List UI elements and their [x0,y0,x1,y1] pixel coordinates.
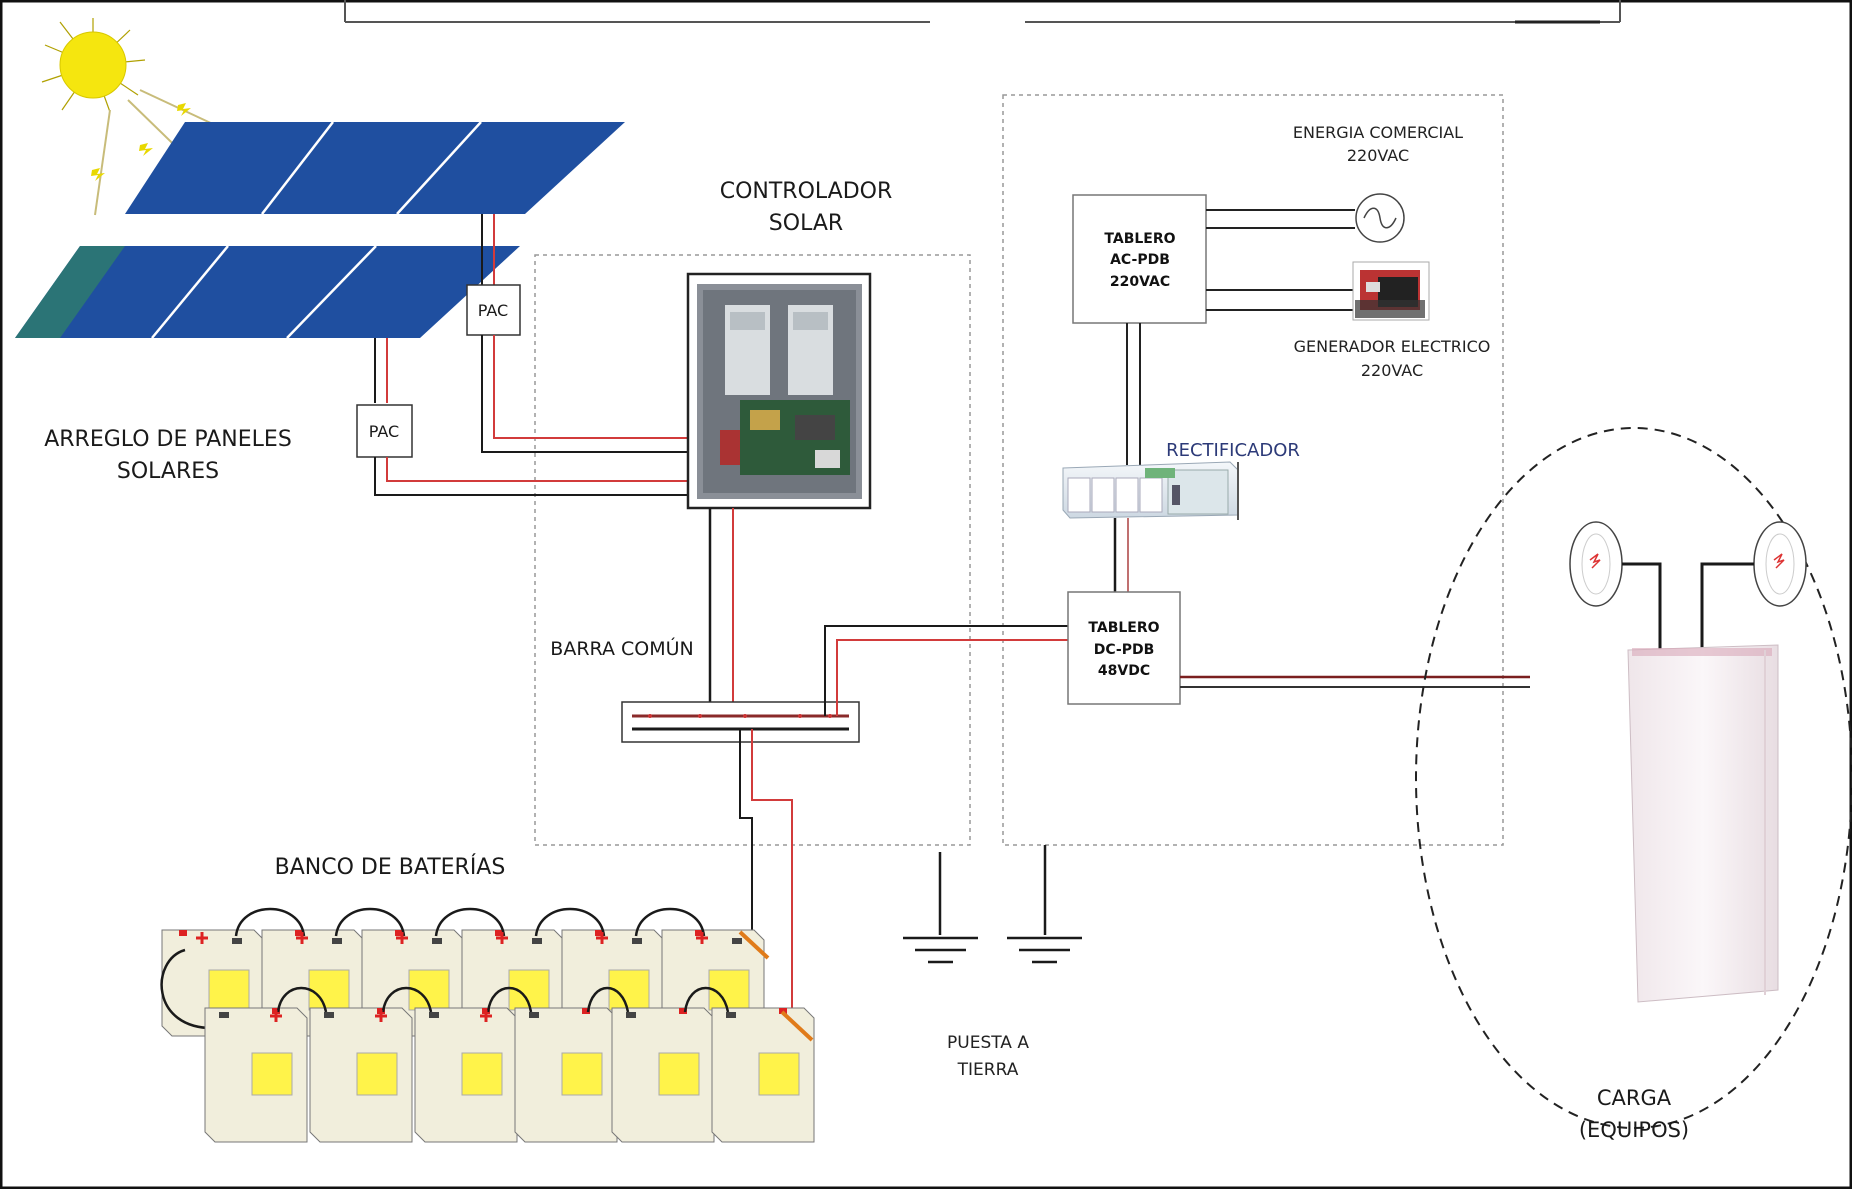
antenna-left-icon [1569,521,1623,607]
battery-plus-marks [196,932,708,1022]
sun-icon [41,18,216,216]
rectifier-unit [1062,461,1239,520]
dc-pdb-label-line2: DC-PDB [1094,642,1155,658]
panel-array-label-line1: ARREGLO DE PANELES [44,427,292,452]
ac-pdb-label-line2: AC-PDB [1110,252,1170,268]
ac-input-wires [1206,209,1355,311]
grounding-label-line2: TIERRA [957,1060,1019,1080]
acpdb-rectifier-wires [1126,323,1141,465]
controller-label-line1: CONTROLADOR [720,179,893,204]
battery-bank-label: BANCO DE BATERÍAS [275,854,506,880]
load-label-line1: CARGA [1597,1086,1672,1110]
bus-dcpdb-wires [824,625,1070,716]
commercial-power-label-line1: ENERGIA COMERCIAL [1293,123,1463,142]
load-boundary [1415,427,1852,1129]
generator-label-line1: GENERADOR ELECTRICO [1294,337,1491,356]
antenna-right-icon [1753,521,1807,607]
ground-symbols [903,845,1082,964]
power-enclosure [1002,94,1504,846]
controller-bus-wires [708,508,734,722]
bus-battery-wires [739,729,793,1020]
ac-pdb-label-line3: 220VAC [1110,274,1170,290]
rectifier-dcpdb-wires [1113,518,1129,592]
common-bus-label: BARRA COMÚN [550,636,693,660]
load-label-line2: (EQUIPOS) [1579,1118,1689,1142]
commercial-power-label-line2: 220VAC [1347,146,1409,165]
generator-label-line2: 220VAC [1361,361,1423,380]
load-group [1415,427,1852,1129]
solar-panel-bottom-row [15,246,520,338]
grounding-label-line1: PUESTA A [947,1033,1029,1053]
panel-array-label-line2: SOLARES [117,459,219,484]
rectifier-label: RECTIFICADOR [1166,440,1300,461]
ac-source-icon [1355,193,1405,243]
dcpdb-load-wires [1180,675,1530,688]
pac-controller-wires [374,335,690,496]
controller-label-line2: SOLAR [769,211,843,236]
pac-top-box: PAC [466,284,521,336]
ac-pdb-label-line1: TABLERO [1104,231,1175,247]
top-box-edge [344,0,1621,24]
dc-pdb-label-line1: TABLERO [1088,620,1159,636]
equipment-cabinet-icon [1627,644,1779,1003]
solar-panel-array [15,121,625,339]
pac-bottom-box: PAC [356,404,413,458]
solar-panel-top-row [125,122,625,214]
battery-front-jumpers [276,986,730,1013]
battery-front-row [204,1007,815,1143]
solar-controller-unit [686,272,872,510]
pac-top-label: PAC [478,301,508,320]
dc-pdb-panel [1067,591,1181,705]
battery-back-jumpers [160,907,706,1030]
ac-pdb-panel [1072,194,1207,324]
generator-icon [1352,261,1430,321]
battery-bank [160,907,815,1143]
dc-pdb-label-line3: 48VDC [1098,663,1150,679]
pac-bottom-label: PAC [369,422,399,441]
